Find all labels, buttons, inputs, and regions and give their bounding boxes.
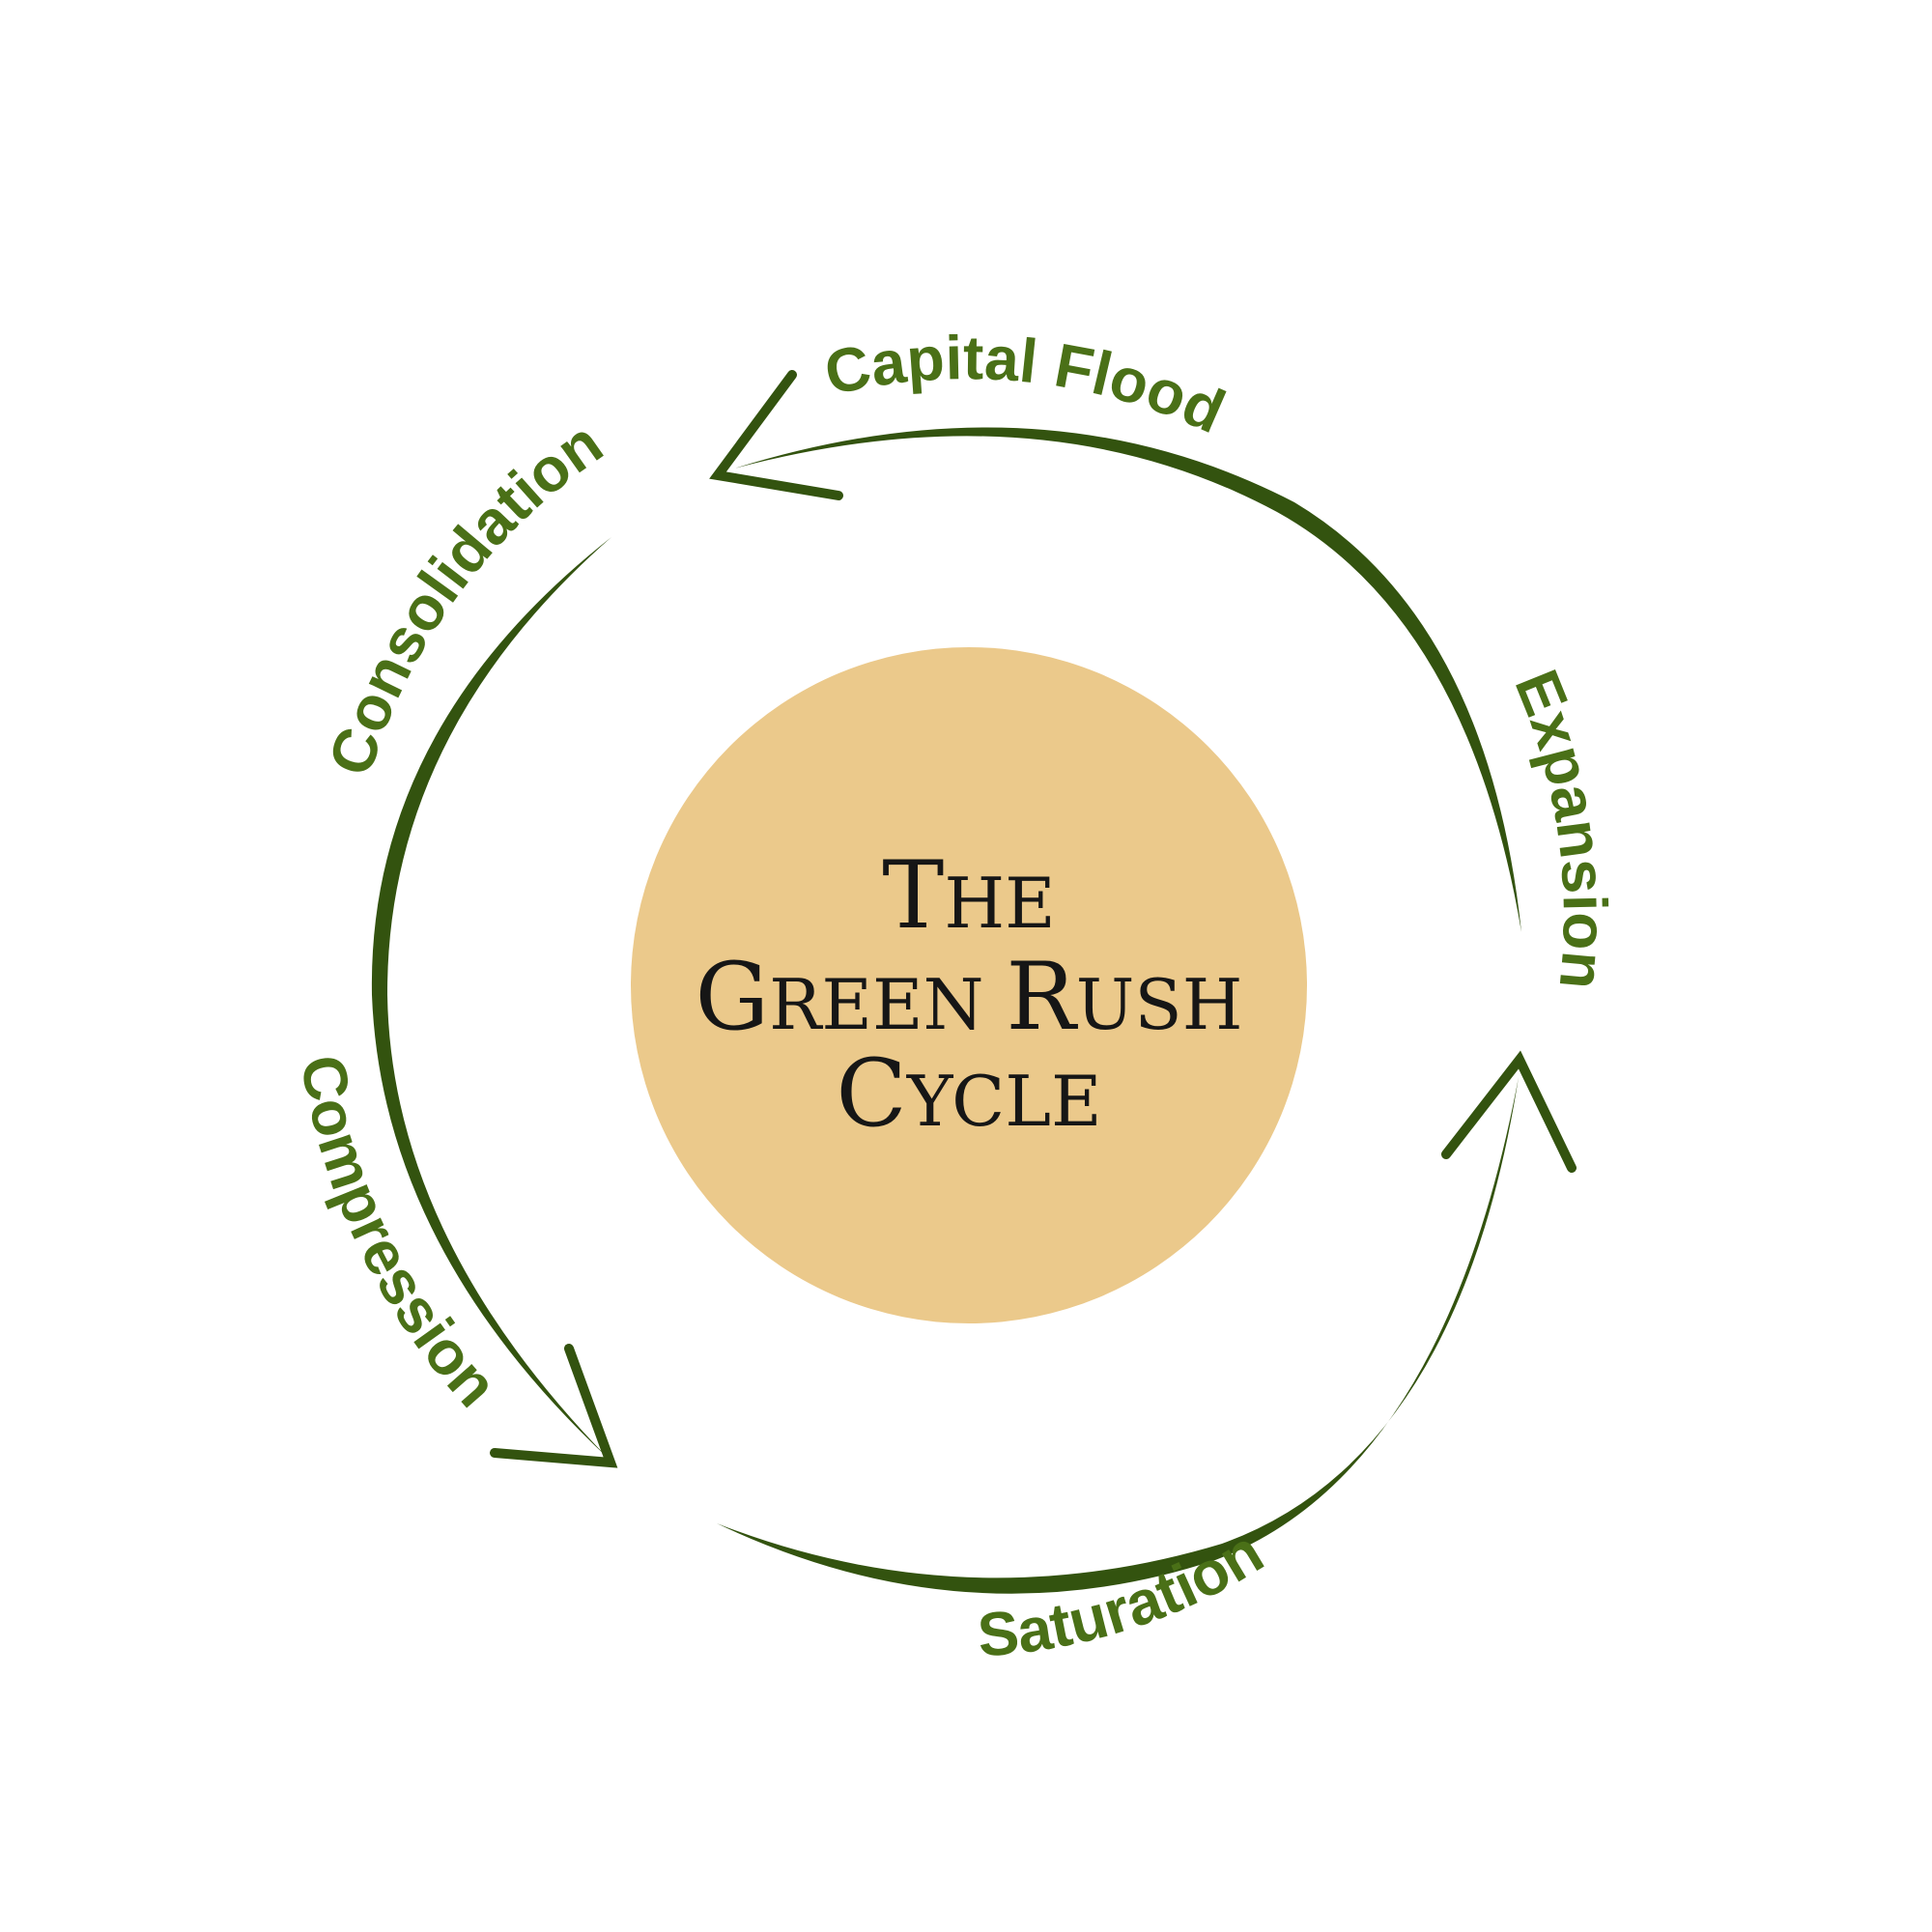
title-line-1: THE (882, 841, 1055, 950)
title-line-2: GREEN RUSH (695, 943, 1242, 1051)
arc-left (371, 537, 611, 1459)
arrowhead-right (1441, 1050, 1577, 1173)
stage-label-consolidation: Consolidation (315, 408, 614, 783)
arrowhead-left (490, 1344, 618, 1468)
stage-label-capital-flood: Capital Flood (819, 323, 1236, 446)
cycle-arrows (371, 370, 1577, 1594)
title-line-3: CYCLE (836, 1039, 1101, 1148)
stage-label-expansion: Expansion (1502, 661, 1621, 992)
arrowhead-top (709, 370, 843, 500)
center-circle (631, 647, 1307, 1323)
